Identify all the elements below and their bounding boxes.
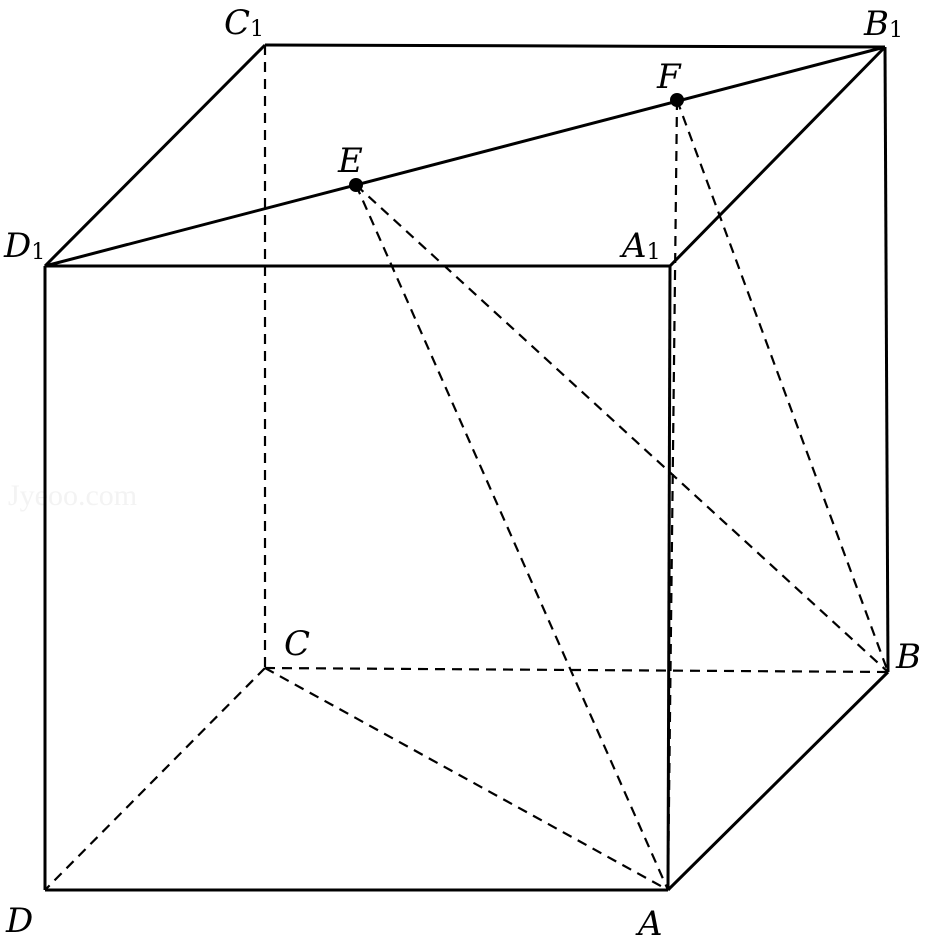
label-C: C xyxy=(284,624,310,664)
segment-B1-B xyxy=(883,46,890,673)
point-E-dot xyxy=(349,178,363,192)
segment-D1-B1 xyxy=(44,45,886,268)
label-B: B xyxy=(895,637,921,677)
dashed-segment-C-B xyxy=(264,666,889,674)
label-A: A xyxy=(635,904,663,941)
segment-C1-B1 xyxy=(264,43,886,49)
dashed-segment-F-B xyxy=(675,99,890,673)
dashed-segment-C-D xyxy=(44,667,266,891)
label-C1: C1 xyxy=(224,3,264,43)
label-B1: B1 xyxy=(863,4,903,44)
label-E: E xyxy=(337,141,363,181)
dashed-segment-E-A xyxy=(354,184,670,891)
dashed-segment-E-B xyxy=(355,184,889,673)
label-D1: D1 xyxy=(3,226,45,266)
point-F-dot xyxy=(670,93,684,107)
segment-C1-D1 xyxy=(43,43,267,268)
label-F: F xyxy=(656,57,682,97)
label-D: D xyxy=(5,901,33,941)
segment-A1-B1 xyxy=(668,45,887,268)
dashed-segment-F-A xyxy=(666,99,679,891)
segment-B-A xyxy=(666,670,890,892)
dashed-segment-C-A xyxy=(264,667,669,891)
watermark: Jyeoo.com xyxy=(8,479,137,512)
segment-A-A1 xyxy=(666,265,672,891)
label-A1: A1 xyxy=(619,226,661,266)
